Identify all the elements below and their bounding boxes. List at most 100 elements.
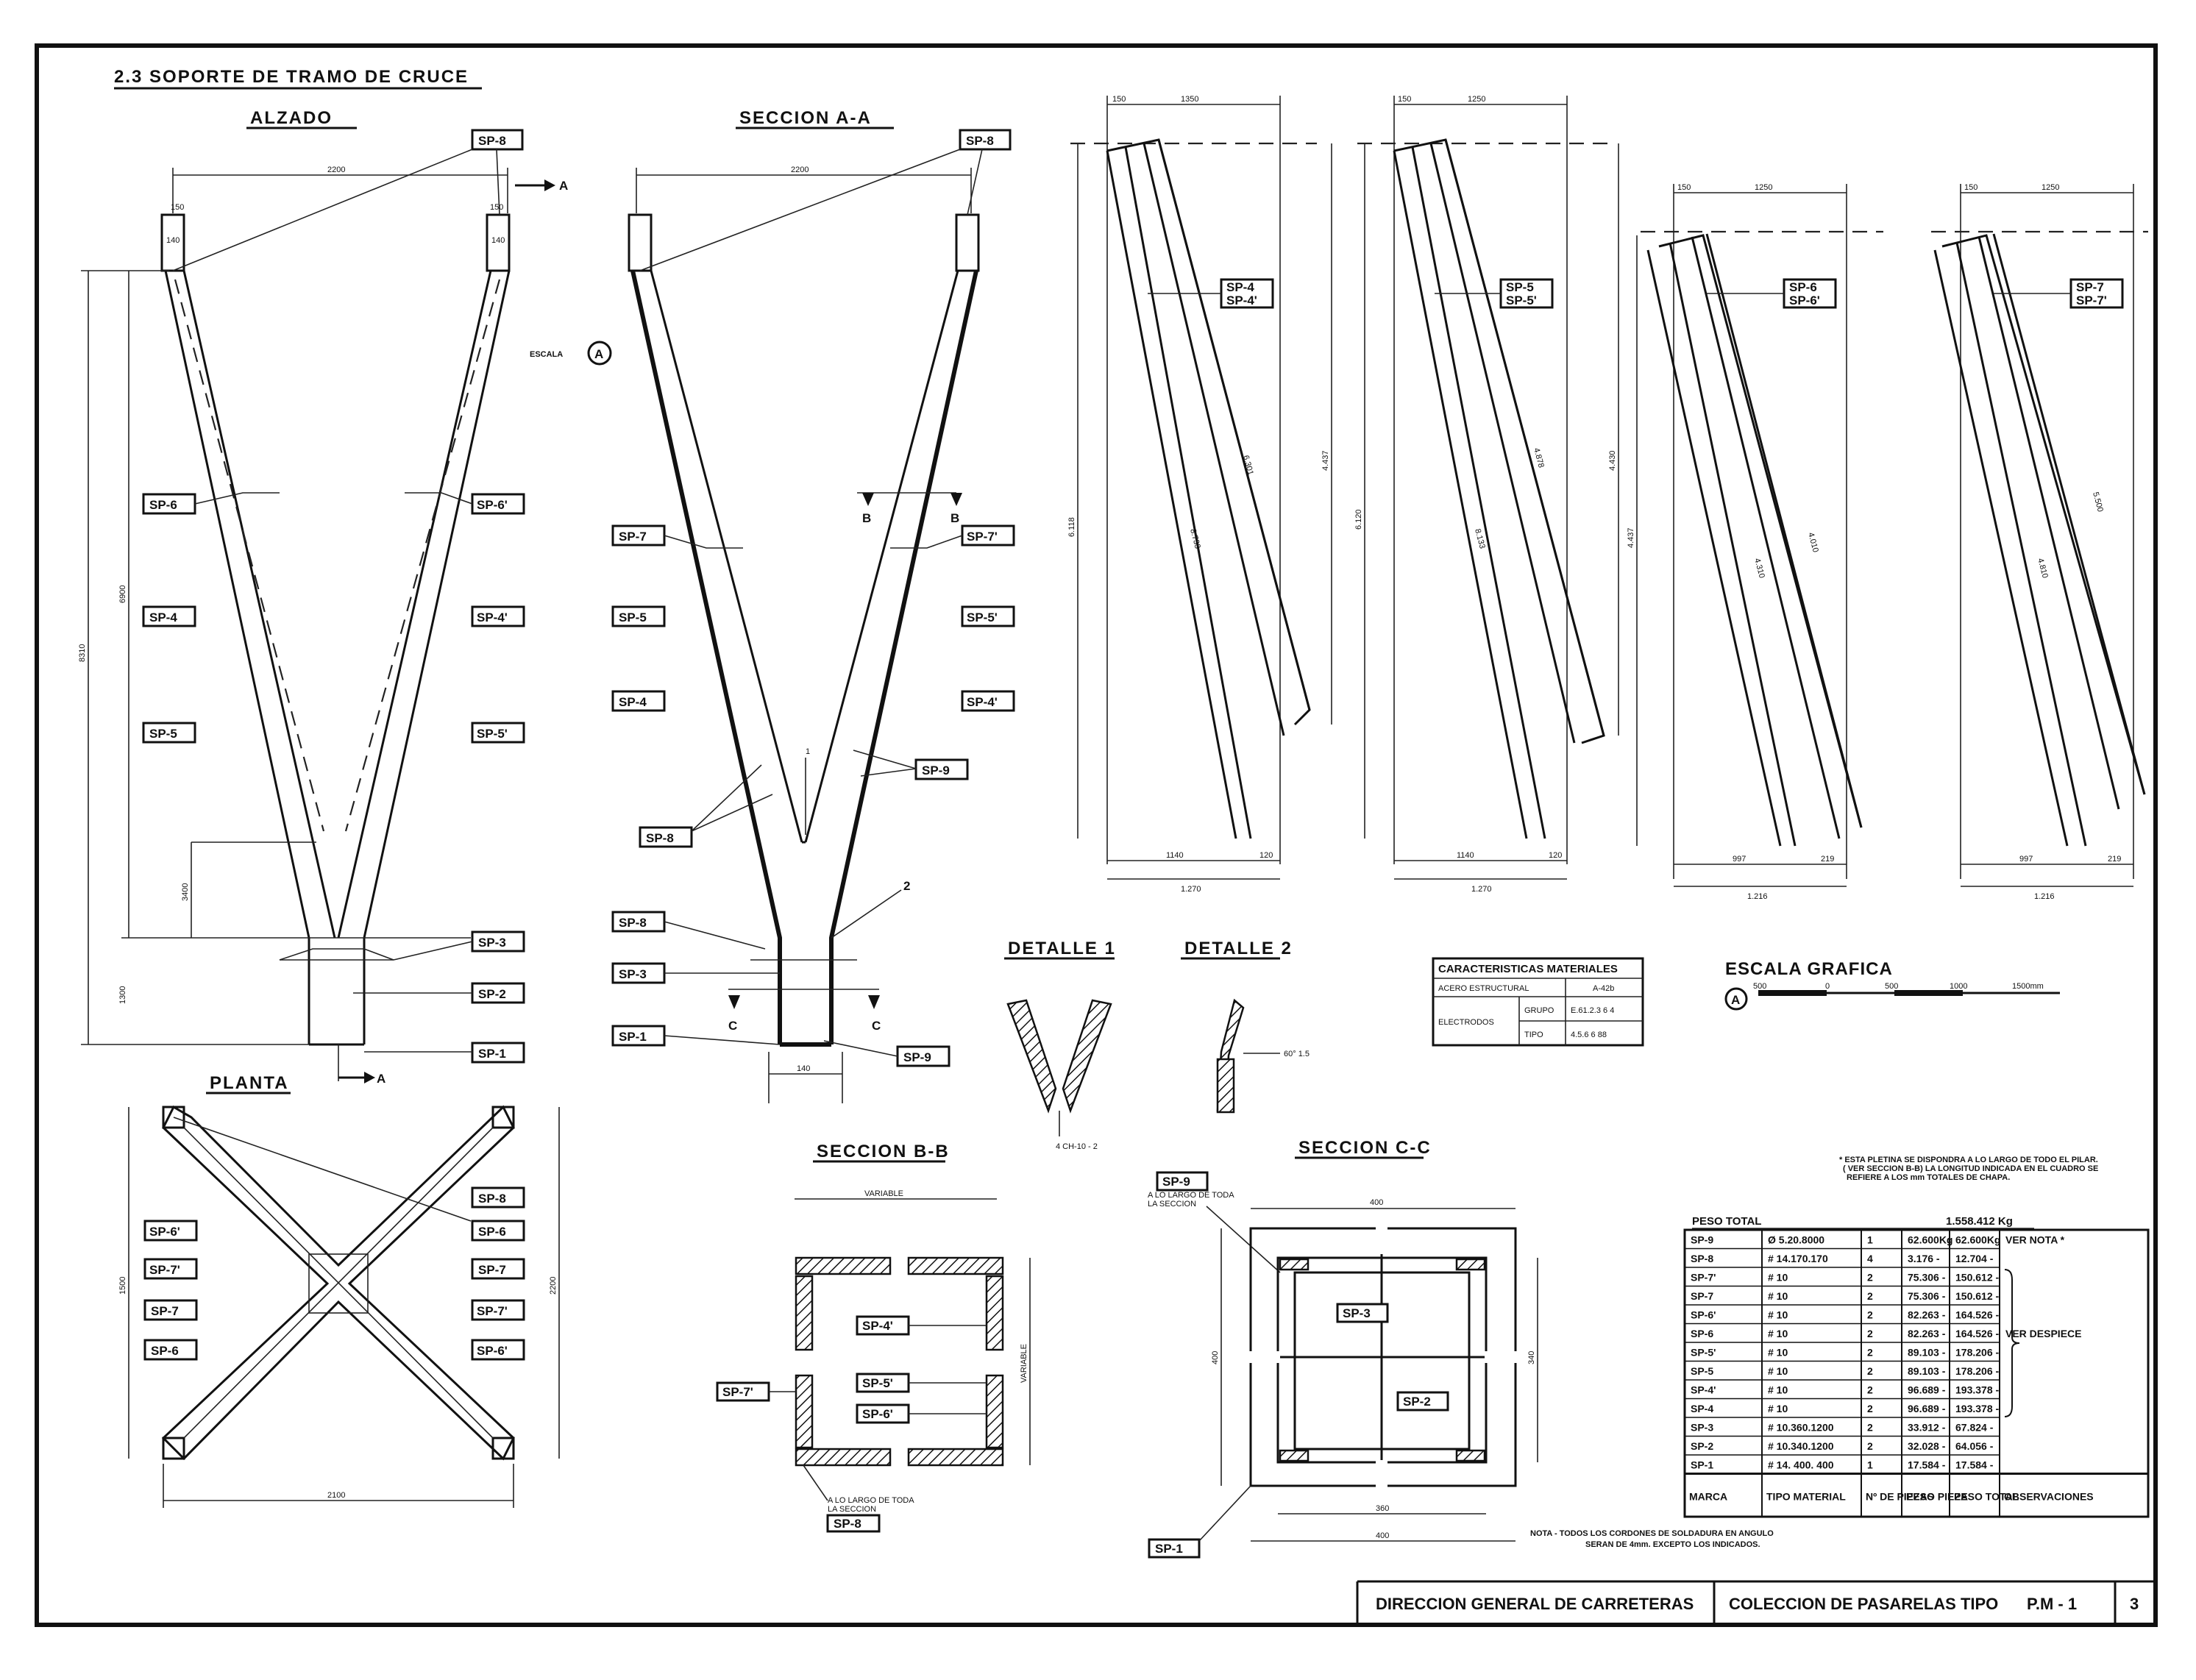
- svg-text:140: 140: [491, 236, 505, 245]
- svg-text:SP-8: SP-8: [478, 1192, 506, 1206]
- svg-text:SP-5: SP-5: [1506, 280, 1534, 294]
- table-cell: 96.689 -: [1908, 1403, 1946, 1414]
- table-cell: 17.584 -: [1908, 1459, 1946, 1471]
- svg-text:SP-4': SP-4': [477, 611, 508, 624]
- svg-text:1250: 1250: [1468, 95, 1485, 104]
- svg-text:REFIERE A LOS mm TOTALES DE CH: REFIERE A LOS mm TOTALES DE CHAPA.: [1847, 1173, 2010, 1182]
- svg-text:SP-4': SP-4': [1226, 293, 1257, 307]
- svg-text:1: 1: [806, 747, 810, 756]
- svg-text:SP-5': SP-5': [862, 1376, 893, 1390]
- svg-text:2200: 2200: [791, 165, 809, 174]
- svg-text:SP-6: SP-6: [478, 1225, 506, 1239]
- view-alzado: ALZADO 2200 150 150 140 140 8310 6900: [78, 108, 612, 1086]
- svg-text:ELECTRODOS: ELECTRODOS: [1438, 1018, 1494, 1027]
- svg-text:360: 360: [1376, 1504, 1389, 1513]
- svg-text:150: 150: [490, 203, 503, 212]
- tag-sp6-alzado: SP-6: [149, 498, 177, 512]
- svg-text:4.010: 4.010: [1806, 532, 1820, 554]
- svg-text:SP-9: SP-9: [922, 764, 950, 777]
- svg-text:DETALLE 1: DETALLE 1: [1008, 939, 1116, 958]
- table-cell: 89.103 -: [1908, 1365, 1946, 1377]
- svg-text:120: 120: [1549, 851, 1562, 860]
- svg-text:ESCALA GRAFICA: ESCALA GRAFICA: [1725, 959, 1893, 979]
- svg-text:60° 1.5: 60° 1.5: [1284, 1050, 1310, 1058]
- svg-text:3400: 3400: [181, 883, 190, 901]
- table-header-cell: PESO PIEZA: [1906, 1491, 1968, 1503]
- table-cell: 178.206 -: [1955, 1365, 1999, 1377]
- table-cell: 4: [1867, 1253, 1873, 1264]
- svg-text:4.810: 4.810: [2036, 558, 2050, 580]
- title-block: DIRECCION GENERAL DE CARRETERAS COLECCIO…: [1356, 1580, 2156, 1625]
- svg-text:SP-4: SP-4: [1226, 280, 1254, 294]
- svg-text:SP-7: SP-7: [151, 1304, 179, 1318]
- table-cell: SP-7': [1691, 1272, 1716, 1284]
- svg-text:SP-5': SP-5': [1506, 293, 1537, 307]
- svg-text:1.216: 1.216: [1747, 892, 1768, 901]
- table-cell: SP-7: [1691, 1290, 1713, 1302]
- view-seccion-bb: SECCION B-B VARIABLE VARIABLE SP-4' SP-5…: [716, 1142, 1031, 1533]
- table-cell: # 10: [1768, 1403, 1788, 1414]
- svg-text:8.733: 8.733: [1188, 528, 1202, 550]
- table-cell: 2: [1867, 1440, 1873, 1452]
- table-header-cell: TIPO MATERIAL: [1766, 1491, 1846, 1503]
- svg-text:VARIABLE: VARIABLE: [864, 1189, 903, 1198]
- table-cell: 3.176 -: [1908, 1253, 1940, 1264]
- table-cell: SP-2: [1691, 1440, 1713, 1452]
- svg-text:150: 150: [171, 203, 184, 212]
- svg-text:1.270: 1.270: [1181, 885, 1201, 894]
- plate-sp7: 150 1250 4.810 5.500 SP-7 SP-7' 997 219 …: [1931, 183, 2148, 901]
- svg-text:SP-7: SP-7: [478, 1263, 506, 1277]
- svg-text:SP-6': SP-6': [149, 1225, 180, 1239]
- svg-text:SP-6': SP-6': [477, 1344, 508, 1358]
- table-cell: 1: [1867, 1459, 1873, 1471]
- table-header-cell: MARCA: [1689, 1491, 1727, 1503]
- svg-text:SP-8: SP-8: [834, 1517, 861, 1531]
- table-cell: # 10: [1768, 1365, 1788, 1377]
- sheet-frame: [35, 43, 2158, 1627]
- planta-title: PLANTA: [210, 1073, 289, 1093]
- collection-name: COLECCION DE PASARELAS TIPO: [1729, 1595, 1998, 1613]
- svg-text:SP-6: SP-6: [151, 1344, 179, 1358]
- svg-text:150: 150: [1964, 183, 1978, 192]
- table-cell: 2: [1867, 1272, 1873, 1284]
- svg-text:1.558.412 Kg: 1.558.412 Kg: [1946, 1215, 2013, 1228]
- table-cell: 2: [1867, 1309, 1873, 1321]
- table-cell: 33.912 -: [1908, 1422, 1946, 1434]
- svg-text:SP-7': SP-7': [149, 1263, 180, 1277]
- svg-text:2200: 2200: [327, 165, 345, 174]
- svg-text:1.216: 1.216: [2034, 892, 2055, 901]
- table-cell: 12.704 -: [1955, 1253, 1994, 1264]
- table-cell: 32.028 -: [1908, 1440, 1946, 1452]
- view-planta: PLANTA SP-8 SP-6' SP-6 SP-7' SP-7 SP-7 S…: [118, 1073, 560, 1508]
- table-cell: 2: [1867, 1365, 1873, 1377]
- note-star: * ESTA PLETINA SE DISPONDRA A LO LARGO D…: [1839, 1156, 2098, 1182]
- view-seccion-cc: SECCION C-C SP-9 A LO LARGO DE TODA LA S…: [1148, 1138, 1538, 1559]
- svg-text:SP-8: SP-8: [619, 916, 647, 930]
- svg-text:1000: 1000: [1950, 982, 1967, 991]
- svg-text:TIPO: TIPO: [1524, 1031, 1543, 1039]
- svg-text:219: 219: [1821, 855, 1834, 864]
- svg-text:8310: 8310: [78, 644, 87, 662]
- table-cell: # 14.170.170: [1768, 1253, 1828, 1264]
- sheet-number: 3: [2130, 1595, 2139, 1613]
- svg-text:2200: 2200: [549, 1277, 558, 1295]
- svg-text:SP-7': SP-7': [477, 1304, 508, 1318]
- table-cell: # 14. 400. 400: [1768, 1459, 1834, 1471]
- svg-text:SP-2: SP-2: [478, 987, 506, 1001]
- table-cell: 67.824 -: [1955, 1422, 1994, 1434]
- svg-text:A LO LARGO DE TODA: A LO LARGO DE TODA: [1148, 1191, 1234, 1200]
- svg-text:5.500: 5.500: [2091, 491, 2105, 513]
- seccion-bb-title: SECCION B-B: [817, 1142, 950, 1161]
- detalle-2: DETALLE 2 60° 1.5: [1181, 939, 1310, 1114]
- view-seccion-aa: SECCION A-A 2200 SP-8 SP-7 SP-7' SP-5 SP…: [611, 108, 1015, 1103]
- svg-text:SP-6: SP-6: [1789, 280, 1817, 294]
- svg-text:1140: 1140: [1166, 851, 1184, 860]
- table-cell: 96.689 -: [1908, 1384, 1946, 1396]
- table-cell: # 10.340.1200: [1768, 1440, 1834, 1452]
- svg-text:C: C: [872, 1019, 881, 1033]
- svg-text:ESCALA: ESCALA: [530, 350, 563, 359]
